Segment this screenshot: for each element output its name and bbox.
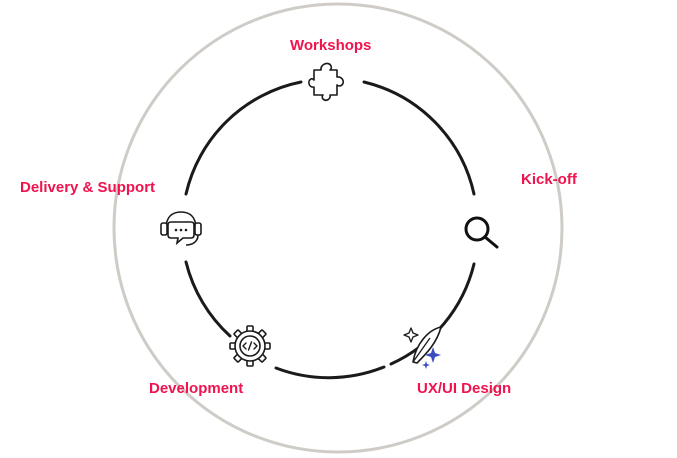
inner-ring bbox=[184, 80, 476, 380]
stage-label-uxui-design: UX/UI Design bbox=[417, 380, 512, 397]
stage-label-workshops: Workshops bbox=[290, 37, 372, 54]
stage-label-kickoff: Kick-off bbox=[521, 171, 577, 188]
outer-ring bbox=[112, 2, 564, 454]
puzzle-icon bbox=[308, 62, 345, 102]
feather-sparkle-icon bbox=[403, 326, 442, 369]
stage-label-delivery-support: Delivery & Support bbox=[20, 179, 156, 196]
search-icon bbox=[464, 216, 499, 249]
code-gear-icon bbox=[229, 325, 271, 367]
headset-chat-icon bbox=[160, 211, 202, 246]
stage-label-development: Development bbox=[149, 380, 244, 397]
